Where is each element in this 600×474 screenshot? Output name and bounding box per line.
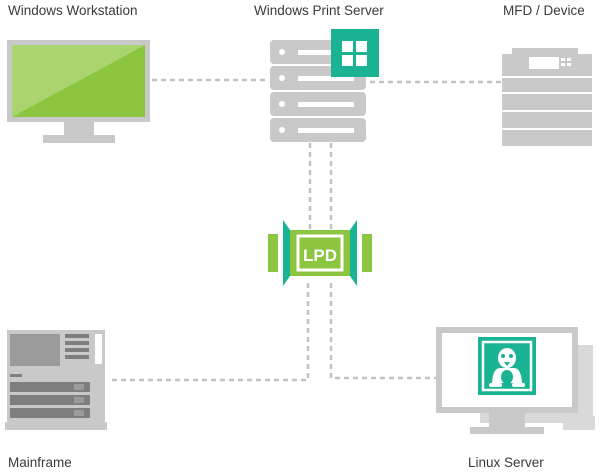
windows-logo-icon — [331, 29, 379, 77]
connector-lpd-linux — [329, 283, 436, 380]
linux-server-label: Linux Server — [468, 455, 544, 470]
tux-penguin-icon — [478, 337, 536, 395]
mainframe-icon — [5, 330, 107, 430]
connector-lines — [110, 78, 502, 382]
monitor-icon — [7, 40, 150, 143]
windows-workstation-label: Windows Workstation — [8, 3, 138, 18]
connector-lpd-mainframe — [110, 283, 310, 382]
windows-print-server-label: Windows Print Server — [254, 3, 384, 18]
lpd-badge — [268, 220, 372, 286]
mfd-device-label: MFD / Device — [503, 3, 585, 18]
lpd-label: LPD — [303, 246, 337, 265]
printer-icon — [502, 48, 592, 146]
mainframe-label: Mainframe — [8, 455, 72, 470]
